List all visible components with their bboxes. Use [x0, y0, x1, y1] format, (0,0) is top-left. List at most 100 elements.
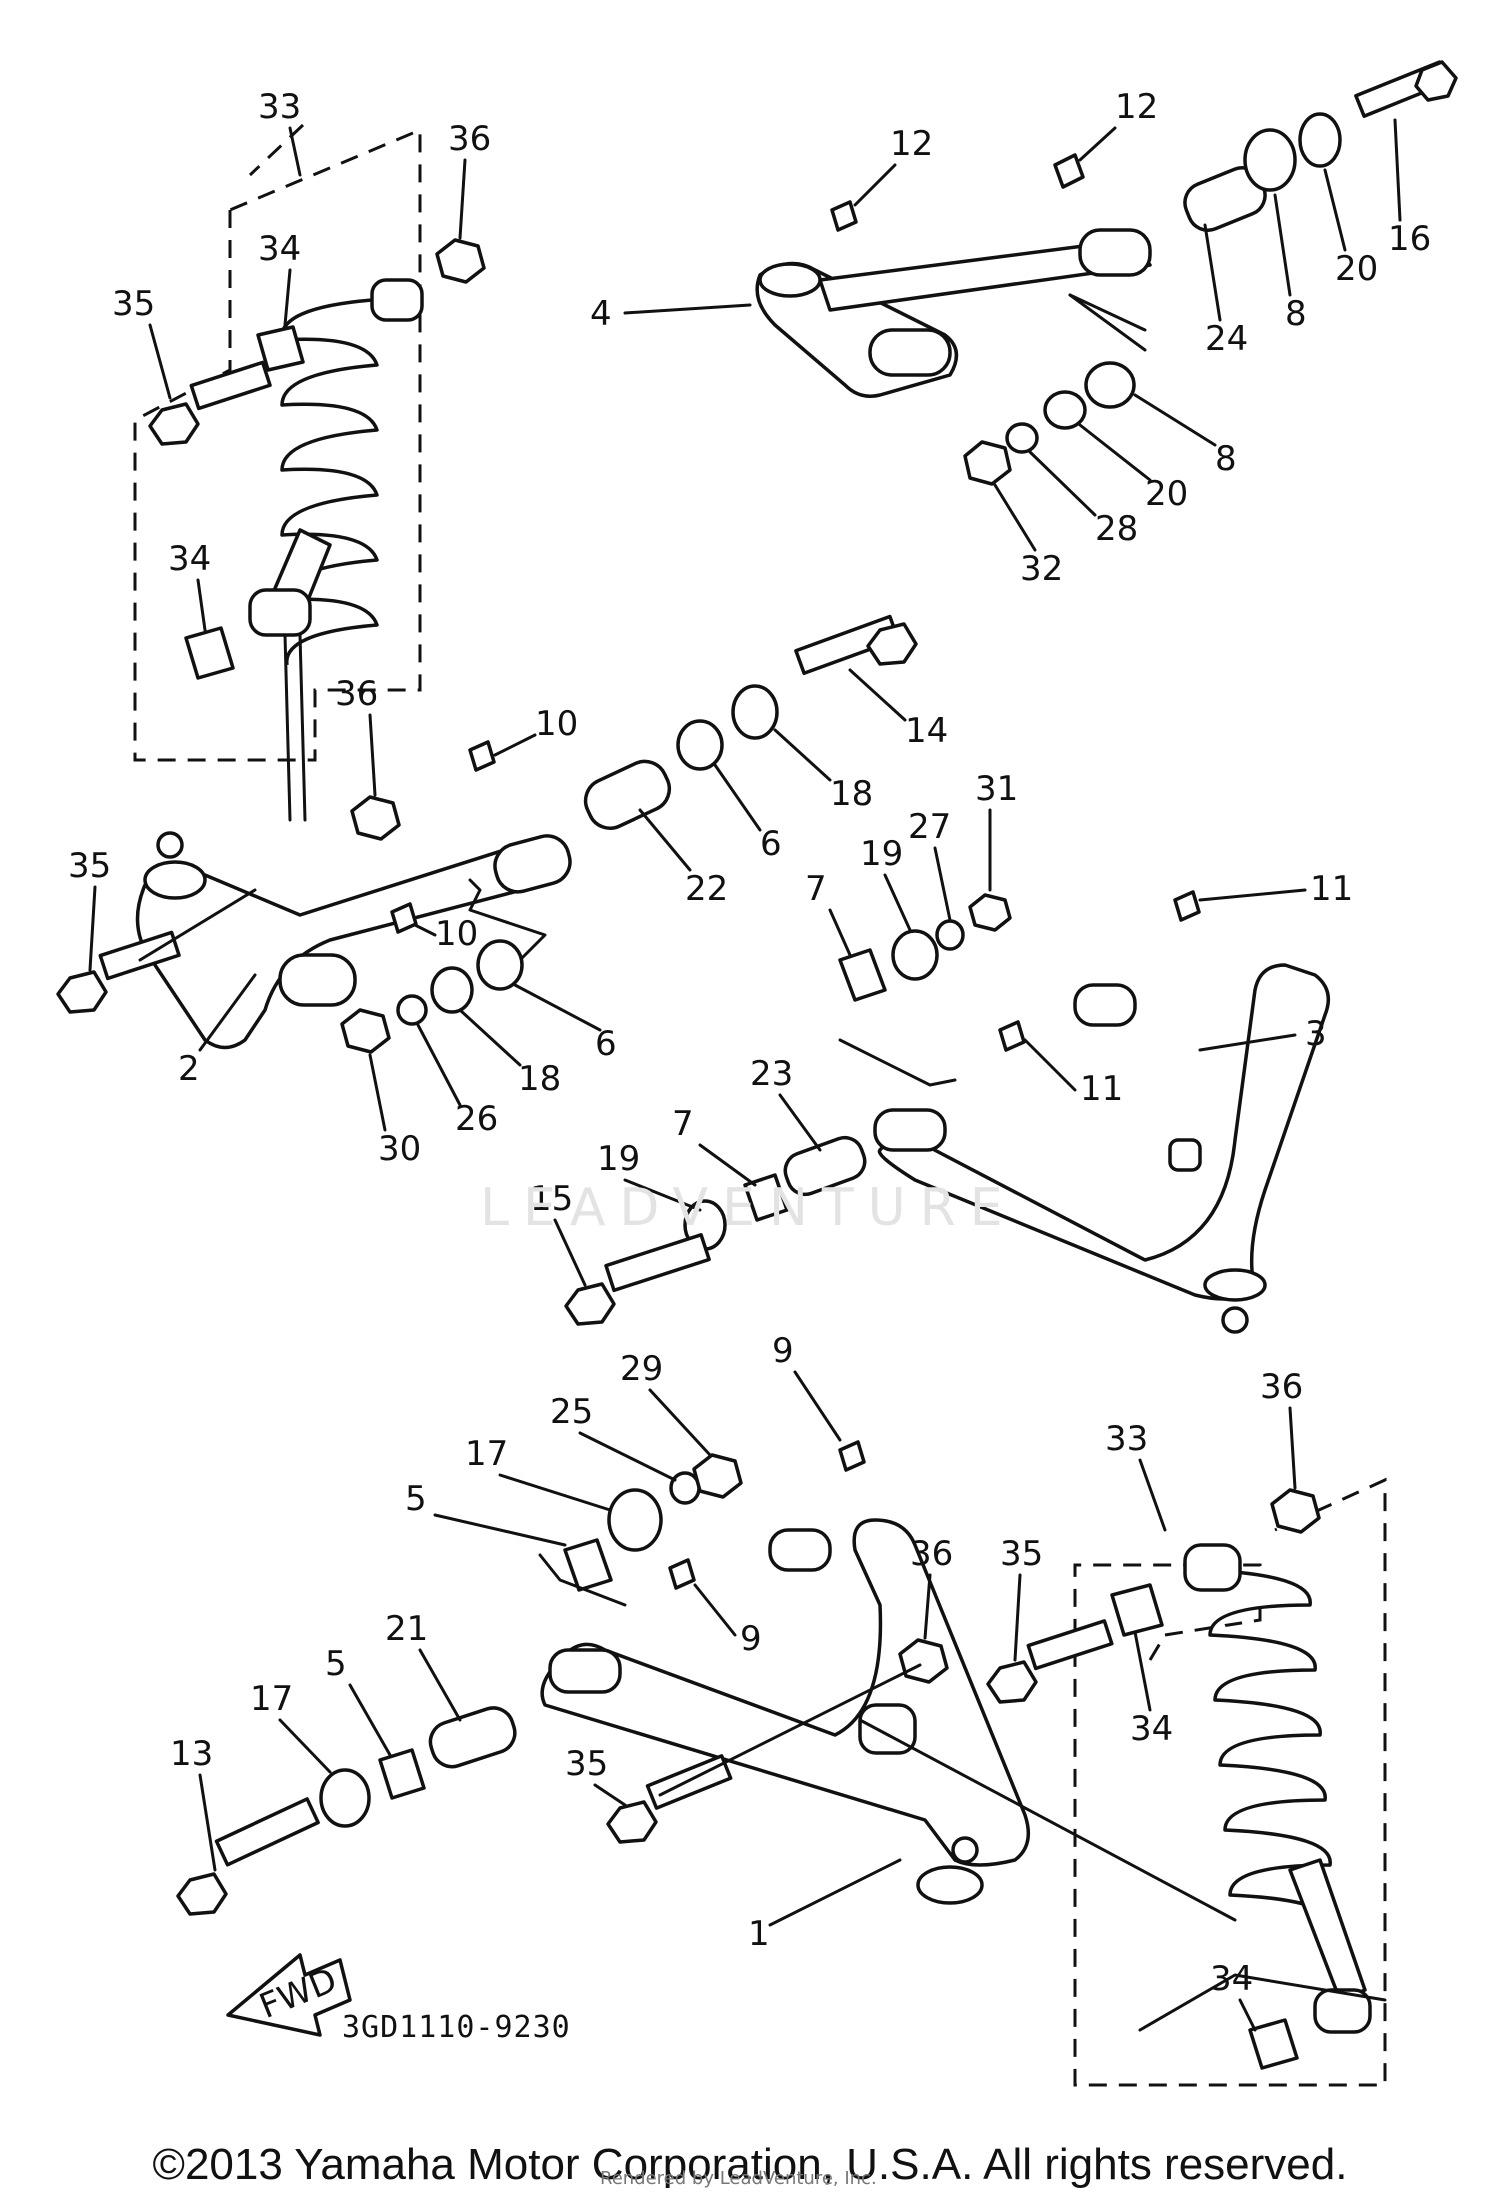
callout-34-lower-bottom: 34: [1210, 1959, 1253, 1999]
bolt-13-head: [176, 1872, 228, 1916]
bolt-35-lower-right: [986, 1619, 1114, 1704]
callout-18a: 18: [830, 774, 873, 814]
arm-1-group: [176, 1440, 1237, 1922]
callout-22: 22: [685, 869, 728, 909]
upper-shock-group: [133, 123, 486, 822]
washer-28: [1005, 422, 1039, 454]
callout-24: 24: [1205, 319, 1248, 359]
callout-5a: 5: [405, 1479, 427, 1519]
callout-36-mid: 36: [335, 674, 378, 714]
callout-11a: 11: [1310, 869, 1353, 909]
grease-nipple-12b: [1053, 153, 1085, 189]
callout-23: 23: [750, 1054, 793, 1094]
callout-29: 29: [620, 1349, 663, 1389]
grease-nipple-9a: [838, 1440, 866, 1472]
washer-19a: [891, 929, 939, 981]
callout-36: 36: [448, 119, 491, 159]
bush-8b: [1084, 361, 1136, 409]
callout-3: 3: [1305, 1014, 1327, 1054]
callout-26: 26: [455, 1099, 498, 1139]
callout-13: 13: [170, 1734, 213, 1774]
bolt-35-top: [148, 360, 272, 446]
copyright-footer: ©2013 Yamaha Motor Corporation, U.S.A. A…: [152, 2140, 1348, 2189]
callout-7b: 7: [672, 1104, 694, 1144]
callout-19a: 19: [860, 834, 903, 874]
washer-17a: [607, 1488, 663, 1552]
callout-30: 30: [378, 1129, 421, 1169]
callout-31: 31: [975, 769, 1018, 809]
bushing-34-lower-top: [1110, 1583, 1164, 1637]
bolt-35-middle: [56, 930, 181, 1014]
shock-spring: [248, 278, 424, 666]
callout-34b: 34: [168, 539, 211, 579]
callout-33-lower: 33: [1105, 1419, 1148, 1459]
callout-14: 14: [905, 711, 948, 751]
grease-nipple-11b: [998, 1020, 1026, 1052]
watermark: LEADVENTURE: [480, 1178, 1017, 1238]
nut-32: [963, 440, 1012, 486]
callout-17b: 17: [250, 1679, 293, 1719]
callout-34: 34: [258, 229, 301, 269]
callout-2: 2: [178, 1049, 200, 1089]
nut-36-lower-left: [898, 1638, 949, 1684]
bush-6b: [476, 939, 524, 991]
callout-35: 35: [112, 284, 155, 324]
bush-6a: [676, 719, 724, 771]
bush-7a: [838, 948, 887, 1002]
lower-shock-spring: [1183, 1543, 1372, 2034]
washer-17b: [319, 1768, 371, 1828]
callout-36-lower-right: 36: [1260, 1367, 1303, 1407]
callout-9a: 9: [772, 1331, 794, 1371]
nut-36-lower-right: [1270, 1488, 1321, 1534]
callout-10b: 10: [435, 914, 478, 954]
callout-6a: 6: [760, 824, 782, 864]
bush-5b: [378, 1748, 426, 1800]
callout-10a: 10: [535, 704, 578, 744]
callout-36-lower-left: 36: [910, 1534, 953, 1574]
callout-35-lower-left: 35: [565, 1744, 608, 1784]
callout-18b: 18: [518, 1059, 561, 1099]
callout-32: 32: [1020, 549, 1063, 589]
callout-8b: 8: [1215, 439, 1237, 479]
callout-20b: 20: [1145, 474, 1188, 514]
nut-36-top: [435, 238, 486, 284]
bush-5a: [563, 1538, 613, 1592]
callout-19b: 19: [597, 1139, 640, 1179]
callout-5b: 5: [325, 1644, 347, 1684]
nut-31: [968, 893, 1012, 932]
bushing-34-lower-bottom: [1248, 2018, 1299, 2070]
callout-labels: 33 36 34 35 34 12 12 16 4 24 8 20 8 20 2…: [68, 87, 1431, 2032]
callout-9b: 9: [740, 1619, 762, 1659]
nut-29: [692, 1453, 743, 1499]
callout-16: 16: [1388, 219, 1431, 259]
callout-34-lower-top: 34: [1130, 1709, 1173, 1749]
arm-3: [877, 963, 1331, 1301]
lower-shock-group: [986, 1477, 1387, 2087]
arm-3-group: [564, 890, 1331, 1334]
rendered-note: Rendered by LeadVenture, Inc.: [600, 2168, 877, 2189]
washer-20b: [1043, 390, 1087, 430]
callout-33: 33: [258, 87, 301, 127]
grease-nipple-10a: [468, 740, 496, 772]
washer-20a: [1298, 112, 1342, 168]
nut-30: [340, 1008, 391, 1054]
callout-27: 27: [908, 807, 951, 847]
callout-28: 28: [1095, 509, 1138, 549]
callout-12b: 12: [1115, 87, 1158, 127]
callout-12a: 12: [890, 124, 933, 164]
arm-2-group: [56, 614, 918, 1054]
bushing-34-top: [256, 325, 305, 372]
callout-17a: 17: [465, 1434, 508, 1474]
callout-20a: 20: [1335, 249, 1378, 289]
bushing-34-bottom: [184, 626, 235, 680]
callout-4: 4: [590, 294, 612, 334]
collar-21: [428, 1706, 517, 1769]
callout-15: 15: [530, 1179, 573, 1219]
bolt-16: [1354, 60, 1458, 118]
bolt-13: [176, 1797, 320, 1916]
callout-8a: 8: [1285, 294, 1307, 334]
bush-8a: [1243, 128, 1297, 192]
collar-22: [583, 759, 672, 830]
grease-nipple-9b: [668, 1558, 696, 1590]
